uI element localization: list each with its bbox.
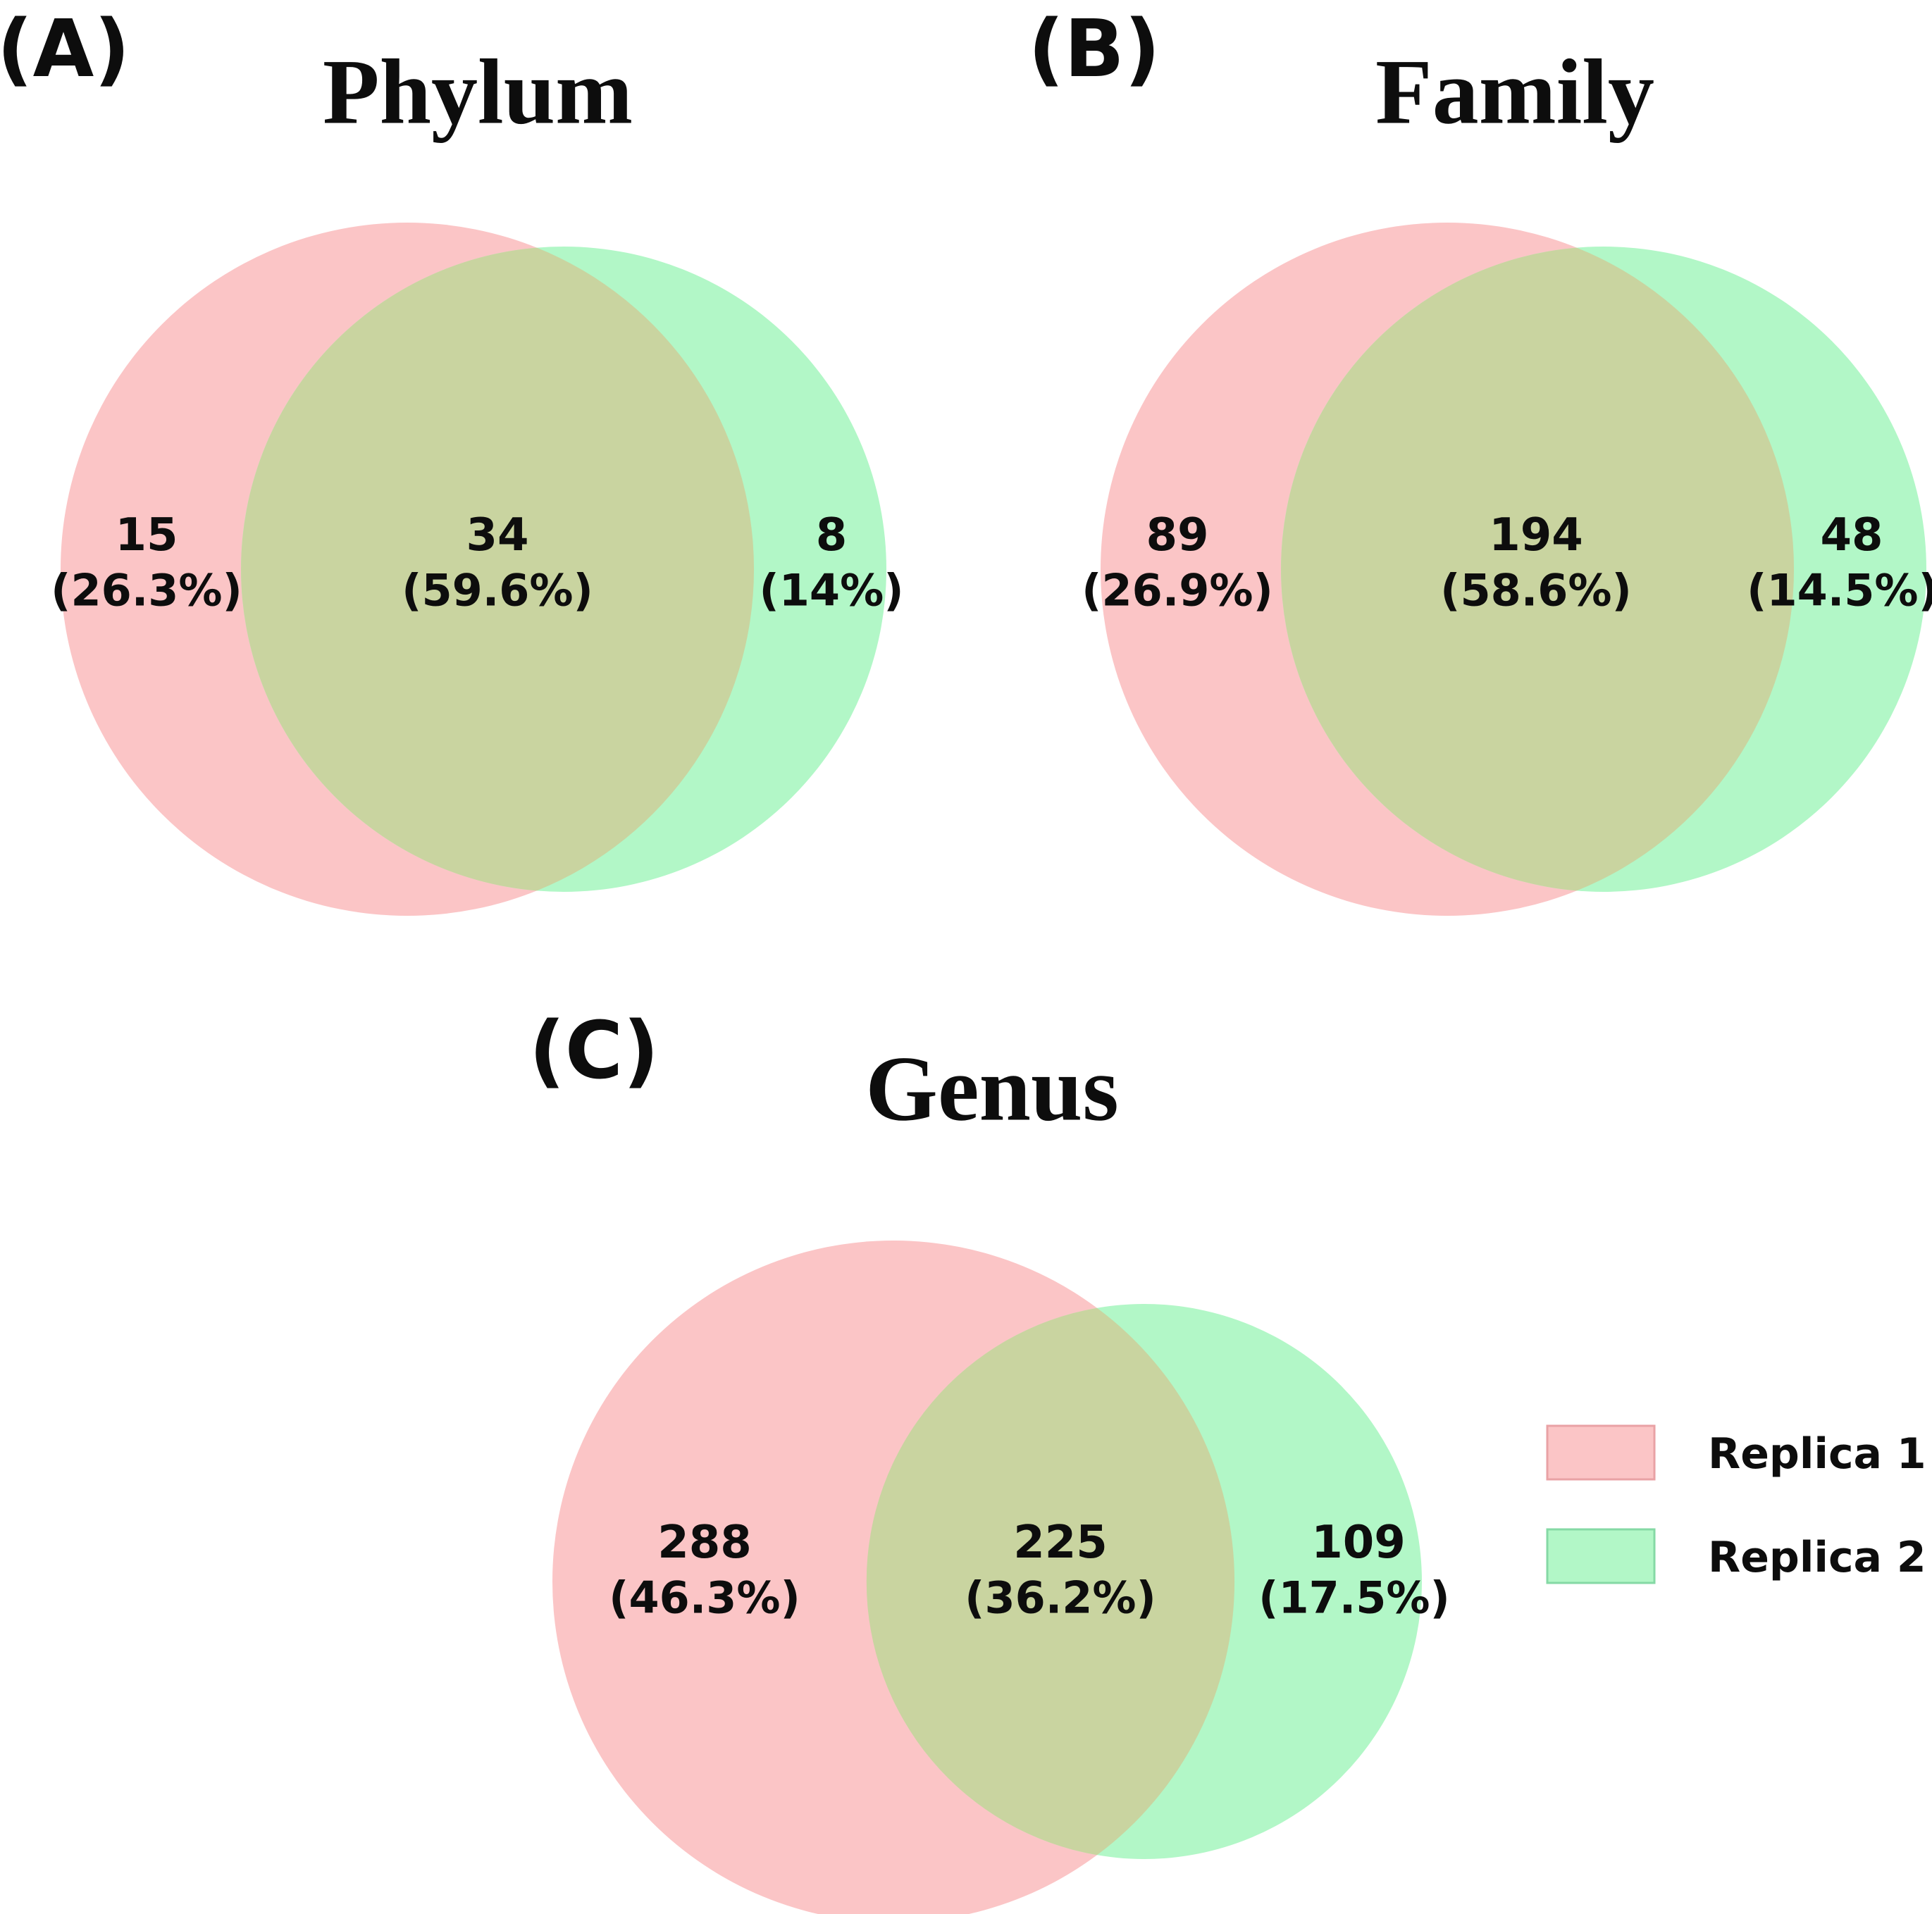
panel-B-right-count: 48	[1820, 509, 1883, 561]
panel-B-right-percent: (14.5%)	[1747, 565, 1932, 616]
panel-C-title: Genus	[865, 1037, 1118, 1141]
panel-B-labels: 89 (26.9%) 194 (58.6%) 48 (14.5%)	[1082, 509, 1932, 616]
panel-C-left-count: 288	[657, 1517, 752, 1569]
panel-C-right-count: 109	[1311, 1517, 1406, 1569]
panel-B-left-percent: (26.9%)	[1082, 565, 1273, 616]
panel-A-title: Phylum	[323, 40, 633, 144]
panel-A-labels: 15 (26.3%) 34 (59.6%) 8 (14%)	[51, 509, 903, 616]
panel-B-overlap-count: 194	[1489, 509, 1583, 561]
legend-label-replica2: Replica 2	[1708, 1533, 1926, 1582]
replica1-swatch	[1546, 1424, 1656, 1481]
panel-A-left-percent: (26.3%)	[51, 565, 242, 616]
panel-B-title: Family	[1375, 40, 1654, 144]
legend-label-replica1: Replica 1	[1708, 1429, 1926, 1479]
panel-B-letter: (B)	[1028, 4, 1160, 95]
legend-item-replica2: Replica 2	[1546, 1528, 1926, 1584]
panel-C: (C) Genus 288 (46.3%) 225 (36.2%) 109 (1…	[529, 1005, 1450, 1914]
panel-C-right-percent: (17.5%)	[1258, 1572, 1450, 1624]
panel-C-overlap-percent: (36.2%)	[965, 1572, 1156, 1624]
panel-B-overlap-region	[1281, 247, 1795, 891]
panel-B-left-count: 89	[1146, 509, 1208, 561]
panel-A: (A) Phylum 15 (26.3%) 34 (59.6%) 8 (14%)	[0, 4, 904, 916]
panel-C-letter: (C)	[529, 1005, 660, 1097]
panel-A-overlap-count: 34	[466, 509, 528, 561]
panel-A-right-count: 8	[816, 509, 848, 561]
panel-C-overlap-count: 225	[1013, 1517, 1108, 1569]
panel-B: (B) Family 89 (26.9%) 194 (58.6%) 48 (14…	[1028, 4, 1932, 916]
panel-C-left-percent: (46.3%)	[609, 1572, 800, 1624]
panel-A-overlap-region	[241, 247, 755, 891]
panel-C-labels: 288 (46.3%) 225 (36.2%) 109 (17.5%)	[609, 1517, 1450, 1624]
replica2-swatch	[1546, 1528, 1656, 1584]
legend: Replica 1 Replica 2	[1546, 1424, 1926, 1584]
panel-A-letter: (A)	[0, 4, 130, 95]
panel-B-overlap-percent: (58.6%)	[1440, 565, 1632, 616]
panel-C-overlap-region	[866, 1307, 1235, 1856]
panel-A-right-percent: (14%)	[759, 565, 903, 616]
legend-item-replica1: Replica 1	[1546, 1424, 1926, 1481]
panel-A-overlap-percent: (59.6%)	[402, 565, 593, 616]
panel-A-left-count: 15	[115, 509, 178, 561]
